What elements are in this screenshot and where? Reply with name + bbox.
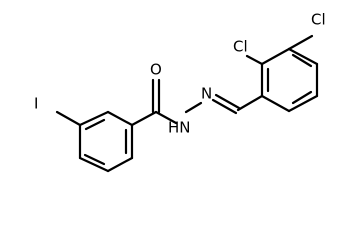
bond xyxy=(260,47,291,66)
atom-label-cl-top: Cl xyxy=(311,11,326,29)
bond xyxy=(260,94,291,113)
ring-carbonyl-bond xyxy=(130,110,158,127)
atom-label-oxygen: O xyxy=(150,61,162,79)
dichlorophenyl-ring xyxy=(260,47,319,113)
bond xyxy=(287,94,319,113)
c-cl-bond xyxy=(245,54,264,66)
n-n-bond xyxy=(184,101,203,114)
iodobenzene-ring xyxy=(78,110,134,173)
vinyl-ring-bond xyxy=(236,94,264,112)
carbonyl-n-bond xyxy=(154,110,178,125)
c-i-bond xyxy=(55,110,82,127)
aromatic-double-bond xyxy=(84,118,106,131)
c-cl-bond xyxy=(287,34,314,51)
structure-canvas: Cl Cl O N I HN xyxy=(34,11,326,173)
atom-label-iodine: I xyxy=(34,95,38,113)
atom-label-imine-n: N xyxy=(201,85,212,103)
bond xyxy=(287,47,319,66)
atom-label-cl-ortho: Cl xyxy=(233,38,248,56)
chemical-structure-diagram: Cl Cl O N I HN xyxy=(34,11,326,173)
aromatic-double-bond xyxy=(291,53,313,68)
aromatic-double-bond xyxy=(291,90,313,105)
bond xyxy=(78,156,110,173)
bond xyxy=(106,156,134,173)
bond xyxy=(78,110,110,127)
imine-double-bond xyxy=(211,98,238,115)
imine-double-bond xyxy=(214,93,241,110)
atom-label-amide-nh: HN xyxy=(168,119,191,137)
aromatic-double-bond xyxy=(83,153,106,166)
bond xyxy=(106,110,134,127)
